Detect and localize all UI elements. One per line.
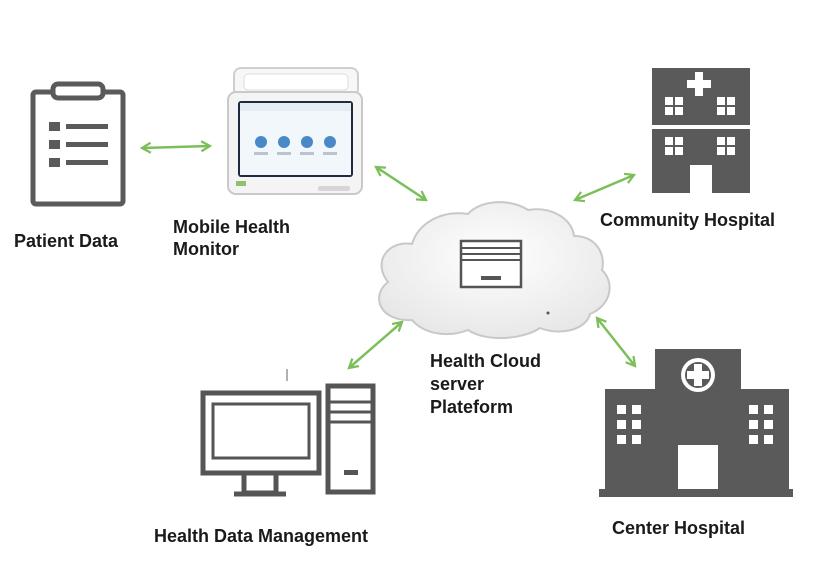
arrow-management-cloud — [347, 320, 404, 370]
arrow-center-cloud — [595, 316, 637, 368]
cloud-label-line2: server — [430, 374, 485, 394]
connection-arrows — [139, 140, 637, 370]
community-hospital-label: Community Hospital — [600, 210, 776, 230]
mobile-monitor-label-line1: Mobile Health — [173, 217, 291, 237]
desktop-computer-icon — [200, 369, 376, 497]
large-hospital-icon — [599, 349, 793, 497]
cloud-server-icon — [378, 201, 611, 340]
clipboard-list-icon — [30, 81, 126, 207]
arrow-community-cloud — [572, 172, 637, 203]
patient-data-label: Patient Data — [14, 231, 119, 251]
center-hospital-label: Center Hospital — [612, 518, 746, 538]
cloud-label-line3: Plateform — [430, 397, 514, 417]
cloud-label-line1: Health Cloud — [430, 351, 541, 371]
data-management-label: Health Data Management — [154, 526, 369, 546]
mobile-monitor-label-line2: Monitor — [173, 239, 239, 259]
health-monitor-device-icon — [227, 67, 363, 195]
small-hospital-icon — [652, 68, 750, 193]
arrow-patient-monitor — [139, 140, 213, 154]
arrow-monitor-cloud — [374, 165, 428, 202]
